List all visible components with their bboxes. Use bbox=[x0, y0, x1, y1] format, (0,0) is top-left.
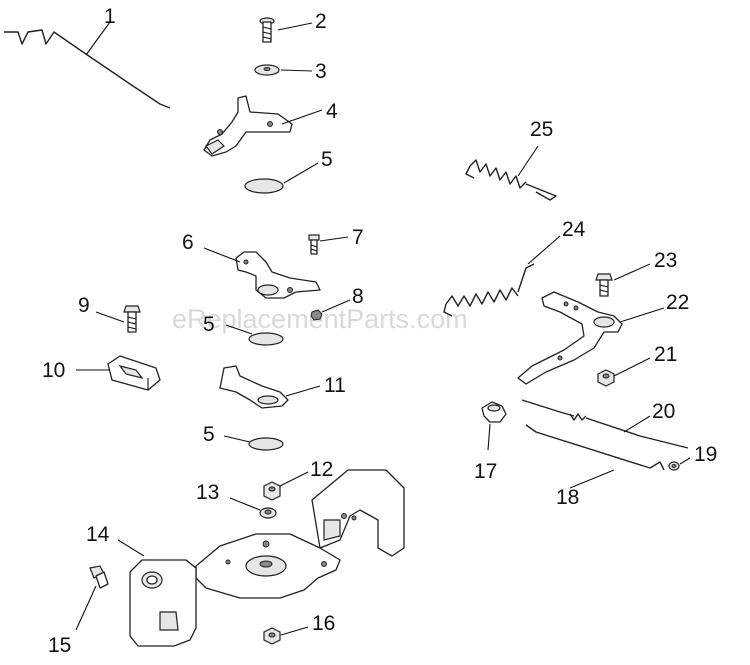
callout-line-17 bbox=[487, 423, 491, 451]
callout-line-1 bbox=[85, 21, 111, 56]
callout-13: 13 bbox=[196, 481, 219, 504]
callout-line-14 bbox=[117, 539, 145, 557]
callout-20: 20 bbox=[652, 400, 675, 423]
part-1-link-wire bbox=[4, 29, 171, 109]
part-19-fastener bbox=[668, 461, 680, 471]
part-18-control-rod bbox=[525, 424, 665, 471]
callout-line-12 bbox=[279, 471, 309, 487]
callout-19: 19 bbox=[694, 443, 717, 466]
callout-line-5a bbox=[283, 162, 319, 184]
part-16-nut bbox=[263, 627, 281, 645]
callout-22: 22 bbox=[666, 291, 689, 314]
part-15-screw bbox=[89, 565, 109, 589]
callout-line-24 bbox=[527, 235, 561, 265]
callout-8: 8 bbox=[352, 285, 364, 308]
callout-line-7 bbox=[319, 236, 349, 242]
part-24-spring bbox=[443, 263, 535, 317]
part-14-control-bracket bbox=[129, 469, 405, 647]
callout-line-3 bbox=[280, 69, 313, 72]
callout-9: 9 bbox=[78, 294, 90, 317]
part-6-bracket bbox=[235, 251, 321, 299]
callout-1: 1 bbox=[104, 5, 116, 28]
part-7-bolt bbox=[308, 234, 320, 255]
callout-24: 24 bbox=[562, 218, 586, 241]
callout-14: 14 bbox=[86, 523, 110, 546]
part-5-washer-lower bbox=[248, 437, 284, 451]
callout-6: 6 bbox=[182, 231, 194, 254]
callout-line-2 bbox=[277, 22, 313, 31]
part-23-bolt bbox=[595, 273, 613, 297]
callout-11: 11 bbox=[324, 374, 346, 397]
callout-21: 21 bbox=[654, 343, 677, 366]
part-9-bolt bbox=[123, 305, 141, 333]
callout-line-15 bbox=[75, 585, 97, 631]
callout-2: 2 bbox=[315, 10, 327, 33]
callout-3: 3 bbox=[315, 60, 327, 83]
callout-10: 10 bbox=[42, 359, 65, 382]
callout-16: 16 bbox=[312, 612, 335, 635]
callout-line-8 bbox=[321, 299, 351, 313]
callout-5b: 5 bbox=[203, 313, 215, 336]
part-17-swivel bbox=[481, 401, 507, 423]
callout-line-6 bbox=[203, 247, 241, 263]
callout-line-13 bbox=[229, 497, 261, 511]
part-5-washer-upper bbox=[244, 178, 284, 194]
part-2-screw bbox=[259, 17, 275, 43]
part-12-nut bbox=[263, 481, 281, 501]
part-13-washer bbox=[259, 507, 277, 519]
callout-4: 4 bbox=[326, 100, 338, 123]
callout-line-19 bbox=[679, 457, 691, 465]
callout-7: 7 bbox=[352, 226, 364, 249]
callout-line-22 bbox=[619, 307, 665, 323]
callout-line-4 bbox=[281, 109, 323, 125]
part-11-lever-plate bbox=[219, 365, 289, 409]
part-3-washer bbox=[254, 64, 280, 76]
callout-line-11 bbox=[285, 385, 321, 397]
callout-line-23 bbox=[613, 263, 651, 281]
callout-line-16 bbox=[280, 626, 309, 636]
callout-12: 12 bbox=[310, 458, 333, 481]
part-5-washer-middle bbox=[248, 332, 284, 346]
part-25-spring bbox=[465, 159, 557, 201]
part-22-control-lever bbox=[517, 291, 623, 385]
part-10-clamp bbox=[107, 355, 161, 391]
callout-5a: 5 bbox=[321, 148, 333, 171]
callout-line-18 bbox=[569, 469, 615, 489]
callout-25: 25 bbox=[530, 118, 553, 141]
callout-line-5c bbox=[223, 435, 251, 443]
part-21-nut bbox=[597, 369, 615, 387]
callout-17: 17 bbox=[474, 460, 497, 483]
callout-15: 15 bbox=[48, 634, 71, 657]
part-4-governor-lever bbox=[203, 95, 293, 157]
callout-23: 23 bbox=[654, 249, 677, 272]
part-20-spring-link bbox=[521, 399, 689, 449]
callout-18: 18 bbox=[556, 486, 579, 509]
callout-line-20 bbox=[623, 415, 651, 433]
callout-line-9 bbox=[95, 311, 125, 323]
callout-line-25 bbox=[517, 145, 539, 177]
callout-line-5b bbox=[225, 324, 253, 335]
callout-line-21 bbox=[613, 357, 651, 377]
callout-5c: 5 bbox=[203, 423, 215, 446]
part-8-nut bbox=[310, 309, 323, 321]
